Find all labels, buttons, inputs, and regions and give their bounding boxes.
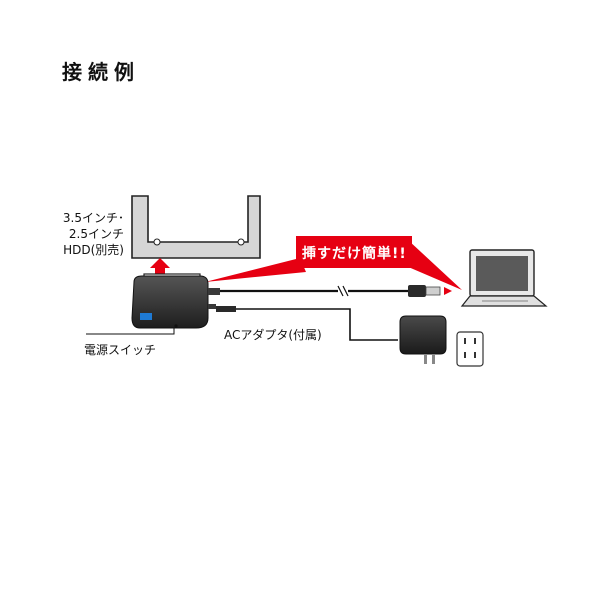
converter-adapter-icon — [131, 275, 220, 329]
hdd-label-line2: 2.5インチ — [68, 227, 124, 241]
ac-adapter-icon — [399, 315, 447, 364]
usb-plug-icon — [408, 285, 441, 297]
hdd-label-line1: 3.5インチ･ — [62, 211, 124, 225]
power-switch-label: 電源スイッチ — [84, 343, 157, 357]
power-switch-icon — [140, 313, 152, 320]
ac-adapter-label: ACアダプタ(付属) — [224, 328, 322, 342]
hdd-label-line3: HDD(別売) — [63, 243, 124, 257]
diagram-title: 接続例 — [62, 60, 140, 84]
wall-outlet-icon — [456, 331, 484, 367]
banner-text: 挿すだけ簡単!! — [302, 246, 407, 262]
hdd-drive-icon — [131, 195, 261, 259]
hdd-label: 3.5インチ･ 2.5インチ HDD(別売) — [58, 210, 124, 258]
banner-arrow-icon — [205, 236, 462, 290]
laptop-icon — [460, 249, 548, 307]
insert-arrow-icon — [150, 258, 170, 274]
